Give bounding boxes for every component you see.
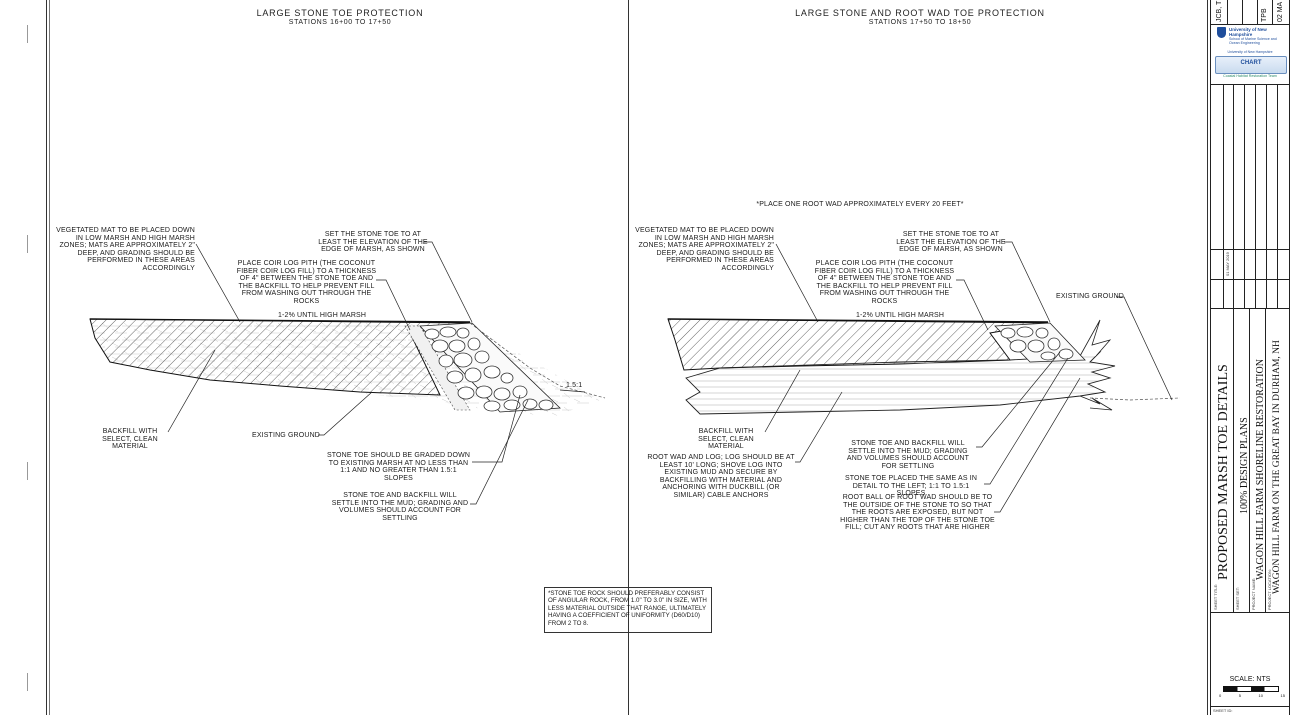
sheet-title-label: SHEET TITLE: bbox=[1213, 583, 1218, 610]
left-note-set-stone-toe: SET THE STONE TOE TO AT LEAST THE ELEVAT… bbox=[318, 231, 428, 254]
stone-note-box: *STONE TOE ROCK SHOULD PREFERABLY CONSIS… bbox=[544, 587, 712, 633]
left-section-drawing bbox=[89, 241, 606, 505]
revision-grid: 01 MAY 2019 bbox=[1211, 84, 1289, 309]
left-note-existing-ground: EXISTING GROUND bbox=[252, 432, 320, 439]
scale-tick-10: 10 bbox=[1258, 693, 1263, 698]
scale-label: SCALE: NTS bbox=[1229, 676, 1271, 683]
scale-tick-15: 15 bbox=[1280, 693, 1285, 698]
right-note-set-stone-toe: SET THE STONE TOE TO AT LEAST THE ELEVAT… bbox=[896, 231, 1006, 254]
sheet-id-row: SHEET ID: bbox=[1211, 706, 1289, 716]
right-section-drawing bbox=[667, 241, 1181, 513]
title-block: JCB, T TPB 02 MA University of New Hamps… bbox=[1210, 0, 1290, 715]
margin-tick bbox=[27, 235, 28, 253]
left-note-coir-log: PLACE COIR LOG PITH (THE COCONUT FIBER C… bbox=[236, 260, 377, 305]
sheet-id-label: SHEET ID: bbox=[1213, 708, 1233, 713]
right-note-existing-ground: EXISTING GROUND bbox=[1056, 293, 1124, 300]
left-note-backfill: BACKFILL WITH SELECT, CLEAN MATERIAL bbox=[102, 428, 158, 451]
sheet-info: SHEET TITLE: PROPOSED MARSH TOE DETAILS … bbox=[1211, 308, 1289, 613]
unh-shield-icon bbox=[1217, 27, 1226, 38]
logo-panel: University of New Hampshire School of Ma… bbox=[1211, 24, 1289, 85]
stone-toe-rocks bbox=[419, 322, 561, 413]
left-border-inner bbox=[49, 0, 50, 715]
right-note-settle: STONE TOE AND BACKFILL WILL SETTLE INTO … bbox=[846, 440, 970, 470]
date-value: 02 MA bbox=[1277, 1, 1284, 22]
project-location: WAGON HILL FARM ON THE GREAT BAY IN DURH… bbox=[1272, 340, 1282, 594]
left-detail-title: LARGE STONE TOE PROTECTION bbox=[256, 8, 424, 18]
right-note-root-wad-log: ROOT WAD AND LOG; LOG SHOULD BE AT LEAST… bbox=[647, 454, 795, 499]
right-detail-title: LARGE STONE AND ROOT WAD TOE PROTECTION bbox=[795, 8, 1045, 18]
designed-by: JCB, T bbox=[1216, 0, 1223, 22]
right-note-backfill: BACKFILL WITH SELECT, CLEAN MATERIAL bbox=[698, 428, 754, 451]
chart-tagline: Coastal Habitat Restoration Team bbox=[1223, 74, 1277, 78]
scale-tick-0: 0 bbox=[1219, 693, 1222, 698]
right-note-coir-log: PLACE COIR LOG PITH (THE COCONUT FIBER C… bbox=[814, 260, 955, 305]
left-note-ratio: 1.5:1 bbox=[566, 382, 583, 389]
chart-logo: CHART bbox=[1215, 56, 1287, 74]
right-note-slope: 1-2% UNTIL HIGH MARSH bbox=[856, 312, 945, 319]
left-border bbox=[46, 0, 47, 715]
margin-tick bbox=[27, 673, 28, 691]
sheet-set-label: SHEET SET: bbox=[1235, 587, 1240, 610]
center-divider bbox=[628, 0, 629, 715]
sheet-title: PROPOSED MARSH TOE DETAILS bbox=[1216, 364, 1231, 580]
right-detail-subtitle: STATIONS 17+50 TO 18+50 bbox=[868, 19, 972, 26]
margin-tick bbox=[27, 25, 28, 43]
checked-by: TPB bbox=[1261, 8, 1268, 22]
university-small: University of New Hampshire bbox=[1227, 50, 1273, 54]
left-detail-subtitle: STATIONS 16+00 TO 17+50 bbox=[288, 19, 392, 26]
project-name-label: PROJECT NAME: bbox=[1251, 577, 1256, 610]
left-note-slope: 1-2% UNTIL HIGH MARSH bbox=[278, 312, 367, 319]
left-note-settle: STONE TOE AND BACKFILL WILL SETTLE INTO … bbox=[331, 492, 469, 522]
right-border bbox=[1207, 0, 1208, 715]
scale-block: SCALE: NTS 0 5 10 15 bbox=[1211, 612, 1289, 706]
project-name: WAGON HILL FARM SHORELINE RESTORATION bbox=[1255, 359, 1266, 580]
scale-bar bbox=[1223, 686, 1279, 692]
right-note-root-wad-spacing: *PLACE ONE ROOT WAD APPROXIMATELY EVERY … bbox=[756, 201, 964, 208]
reviewer-strip: JCB, T TPB 02 MA bbox=[1211, 0, 1289, 25]
left-note-vegetated-mat: VEGETATED MAT TO BE PLACED DOWN IN LOW M… bbox=[56, 227, 195, 272]
right-note-root-ball: ROOT BALL OF ROOT WAD SHOULD BE TO THE O… bbox=[840, 494, 995, 532]
left-note-graded: STONE TOE SHOULD BE GRADED DOWN TO EXIST… bbox=[326, 452, 471, 482]
margin-tick bbox=[27, 462, 28, 480]
sheet-set: 100% DESIGN PLANS bbox=[1239, 417, 1250, 514]
school-name: School of Marine Science and Ocean Engin… bbox=[1229, 37, 1277, 46]
university-name: University of New Hampshire bbox=[1229, 27, 1267, 37]
right-note-placed-same: STONE TOE PLACED THE SAME AS IN DETAIL T… bbox=[844, 475, 978, 498]
revision-date: 01 MAY 2019 bbox=[1225, 252, 1230, 276]
scale-tick-5: 5 bbox=[1238, 693, 1241, 698]
right-note-vegetated-mat: VEGETATED MAT TO BE PLACED DOWN IN LOW M… bbox=[635, 227, 774, 272]
